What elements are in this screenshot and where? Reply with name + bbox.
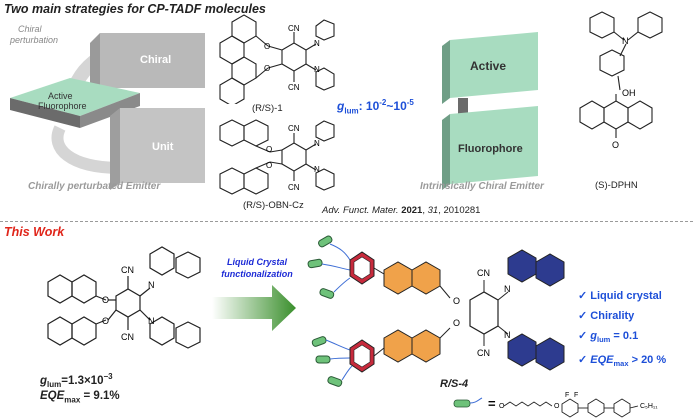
left-eqe: EQEmax = 9.1% <box>40 390 120 405</box>
svg-text:C₅H₁₁: C₅H₁₁ <box>640 403 658 410</box>
feature-liquid-crystal: ✓ Liquid crystal <box>578 290 662 302</box>
svg-text:CN: CN <box>477 348 490 358</box>
functionalization-arrow <box>212 285 296 331</box>
molecule-1: O O CN CN N N <box>219 14 335 104</box>
svg-text:F: F <box>574 392 578 399</box>
active-label: Active <box>48 91 73 101</box>
svg-text:O: O <box>453 318 460 328</box>
right-caption: Intrinsically Chiral Emitter <box>420 181 544 192</box>
this-work-heading: This Work <box>4 225 65 239</box>
svg-text:CN: CN <box>288 24 300 33</box>
active-block-label: Active <box>470 59 506 73</box>
svg-text:N: N <box>148 280 155 290</box>
svg-text:N: N <box>314 65 320 74</box>
molecule-obn-cz-label: (R/S)-OBN-Cz <box>243 200 304 211</box>
section-divider <box>0 221 693 222</box>
citation: Adv. Funct. Mater. 2021, 31, 2010281 <box>322 205 481 216</box>
svg-text:N: N <box>504 284 511 294</box>
starting-molecule: O O CN CN N N <box>47 246 201 349</box>
features-list: ✓ Liquid crystal ✓ Chirality ✓ glum = 0.… <box>578 286 666 374</box>
svg-text:N: N <box>504 330 511 340</box>
chiral-block-label: Chiral <box>140 54 171 66</box>
svg-text:N: N <box>314 139 320 148</box>
fluorophore-label: Fluorophore <box>38 101 87 111</box>
svg-text:CN: CN <box>288 183 300 192</box>
svg-text:O: O <box>554 403 560 410</box>
dphn-label: (S)-DPHN <box>595 180 638 191</box>
svg-text:CN: CN <box>477 268 490 278</box>
tail-legend: = O O F F C₅H₁₁ <box>453 392 658 418</box>
arrow-label: Liquid Crystal functionalization <box>221 257 293 279</box>
molecule-1-label: (R/S)-1 <box>252 103 283 114</box>
fluorophore-block-label: Fluorophore <box>458 143 523 155</box>
svg-text:O: O <box>102 295 109 305</box>
lower-arrow <box>51 125 121 174</box>
top-heading: Two main strategies for CP-TADF molecule… <box>4 2 266 16</box>
svg-text:F: F <box>565 392 569 399</box>
perturbation-label-line2: perturbation <box>9 35 58 45</box>
svg-text:O: O <box>266 145 272 154</box>
svg-text:N: N <box>622 36 629 46</box>
svg-text:O: O <box>453 296 460 306</box>
svg-text:O: O <box>264 42 270 51</box>
svg-text:CN: CN <box>288 124 300 133</box>
feature-glum: ✓ glum = 0.1 <box>578 330 639 345</box>
chiral-perturbation-diagram: Chiral perturbation Chiral Active Fluoro… <box>9 24 205 190</box>
svg-text:O: O <box>102 316 109 326</box>
green-tail-icon <box>453 399 471 408</box>
svg-text:OH: OH <box>622 88 636 98</box>
product-label: R/S-4 <box>440 378 469 390</box>
svg-text:CN: CN <box>121 332 134 342</box>
svg-text:CN: CN <box>288 83 300 92</box>
left-glum: glum=1.3×10−3 <box>40 372 113 390</box>
intrinsic-chiral-diagram: Active Fluorophore <box>442 32 538 190</box>
molecule-obn-cz: O O CN CN N N <box>219 119 335 195</box>
left-caption: Chirally perturbated Emitter <box>28 181 161 192</box>
feature-chirality: ✓ Chirality <box>578 310 635 322</box>
product-molecule: O O CN CN N N <box>307 235 565 387</box>
svg-text:=: = <box>488 396 496 411</box>
perturbation-label-line1: Chiral <box>18 24 43 34</box>
svg-text:O: O <box>499 403 505 410</box>
svg-text:N: N <box>314 165 320 174</box>
svg-text:N: N <box>314 39 320 48</box>
svg-text:CN: CN <box>121 265 134 275</box>
feature-eqe: ✓ EQEmax > 20 % <box>578 354 667 369</box>
svg-text:O: O <box>264 64 270 73</box>
unit-block-label: Unit <box>152 141 174 153</box>
molecule-dphn: N OH O <box>579 11 663 150</box>
glum-range: glum: 10-2~10-5 <box>337 98 414 116</box>
active-fluorophore-plate <box>10 78 140 116</box>
svg-text:O: O <box>612 140 619 150</box>
svg-text:O: O <box>266 161 272 170</box>
svg-text:N: N <box>148 316 155 326</box>
